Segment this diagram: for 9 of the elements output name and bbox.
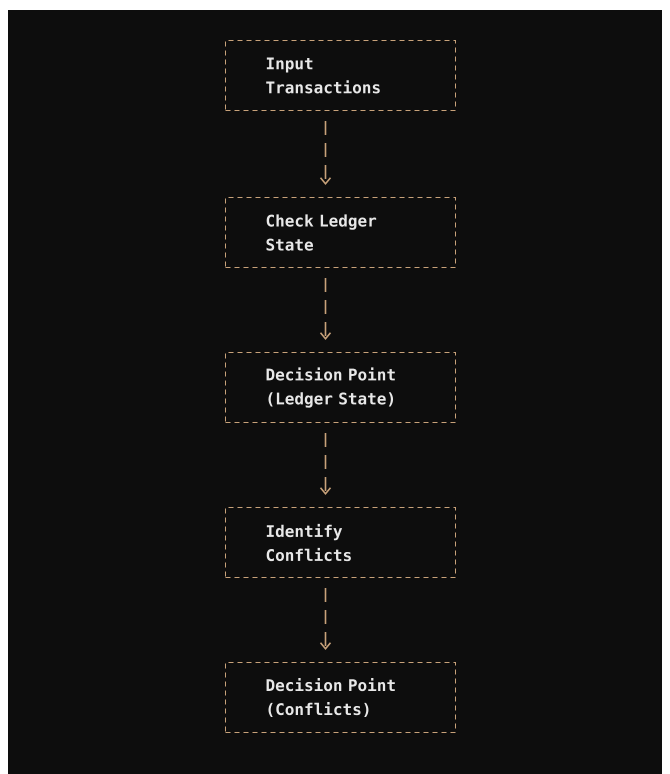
arrow <box>320 433 332 495</box>
arrow <box>320 121 332 185</box>
process-box: Identify Conflicts <box>225 507 456 578</box>
arrow <box>320 588 332 650</box>
arrow <box>320 278 332 340</box>
process-box: Check Ledger State <box>225 197 456 268</box>
process-box: Input Transactions <box>225 40 456 111</box>
process-box: Decision Point (Ledger State) <box>225 352 456 423</box>
process-box: Decision Point (Conflicts) <box>225 662 456 733</box>
